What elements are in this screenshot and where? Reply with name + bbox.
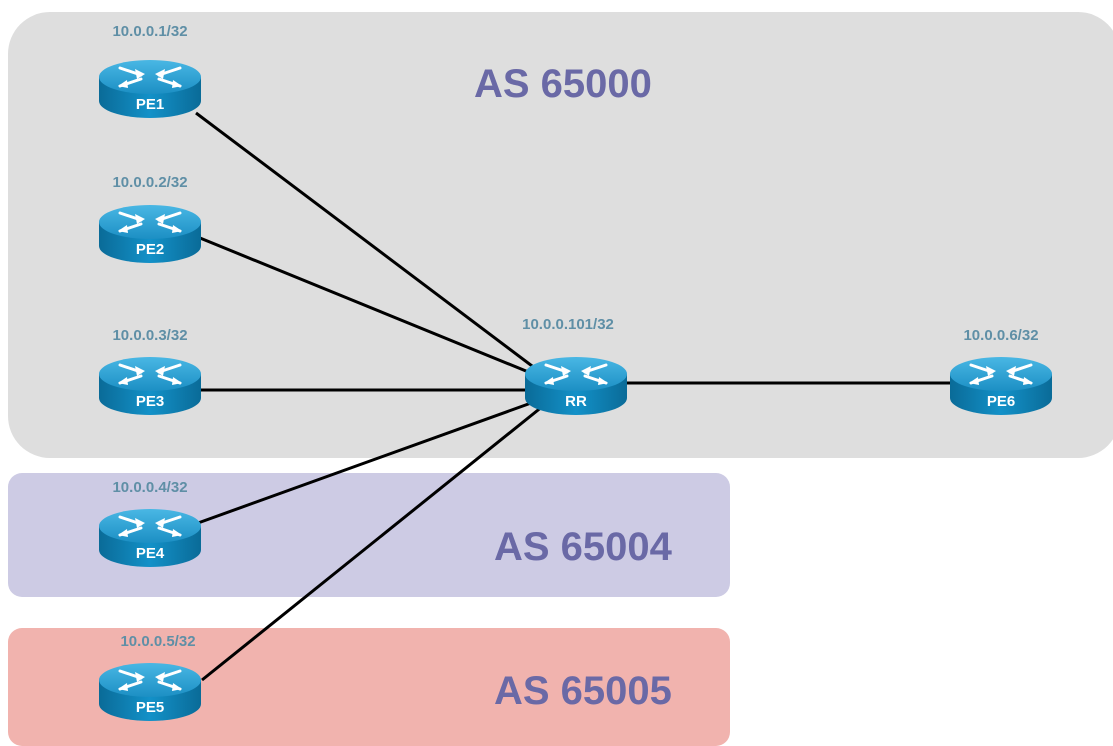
router-ip: 10.0.0.1/32 [112,23,187,40]
router-pe4[interactable]: PE4 10.0.0.4/32 [97,479,203,569]
links [195,111,955,682]
zone-as65000: AS 65000 [8,12,1113,458]
router-pe6[interactable]: PE6 10.0.0.6/32 [948,327,1054,417]
router-ip: 10.0.0.4/32 [112,479,187,496]
zone-title-as65004: AS 65004 [494,525,673,569]
router-ip: 10.0.0.2/32 [112,174,187,191]
link-pe2-rr [199,236,549,382]
router-name: PE3 [136,393,164,410]
router-ip: 10.0.0.3/32 [112,327,187,344]
zone-as65004: AS 65004 [8,473,730,597]
router-name: PE2 [136,241,164,258]
router-name: PE6 [987,393,1015,410]
zone-title-as65005: AS 65005 [494,669,672,713]
router-pe2[interactable]: PE2 10.0.0.2/32 [97,174,203,265]
router-pe5[interactable]: PE5 10.0.0.5/32 [97,633,203,723]
router-name: PE1 [136,96,164,113]
router-pe1[interactable]: PE1 10.0.0.1/32 [97,23,203,120]
router-pe3[interactable]: PE3 10.0.0.3/32 [97,327,203,417]
link-pe1-rr [195,111,549,380]
router-ip: 10.0.0.101/32 [522,316,614,333]
router-ip: 10.0.0.6/32 [963,327,1038,344]
router-name: PE4 [136,545,165,562]
zone-title-as65000: AS 65000 [474,62,652,106]
link-pe4-rr [197,396,546,525]
router-ip: 10.0.0.5/32 [120,633,195,650]
link-pe5-rr [201,400,549,682]
router-rr[interactable]: RR 10.0.0.101/32 [522,316,629,417]
router-name: PE5 [136,699,164,716]
router-name: RR [565,393,587,410]
zone-as65005: AS 65005 [8,628,730,746]
